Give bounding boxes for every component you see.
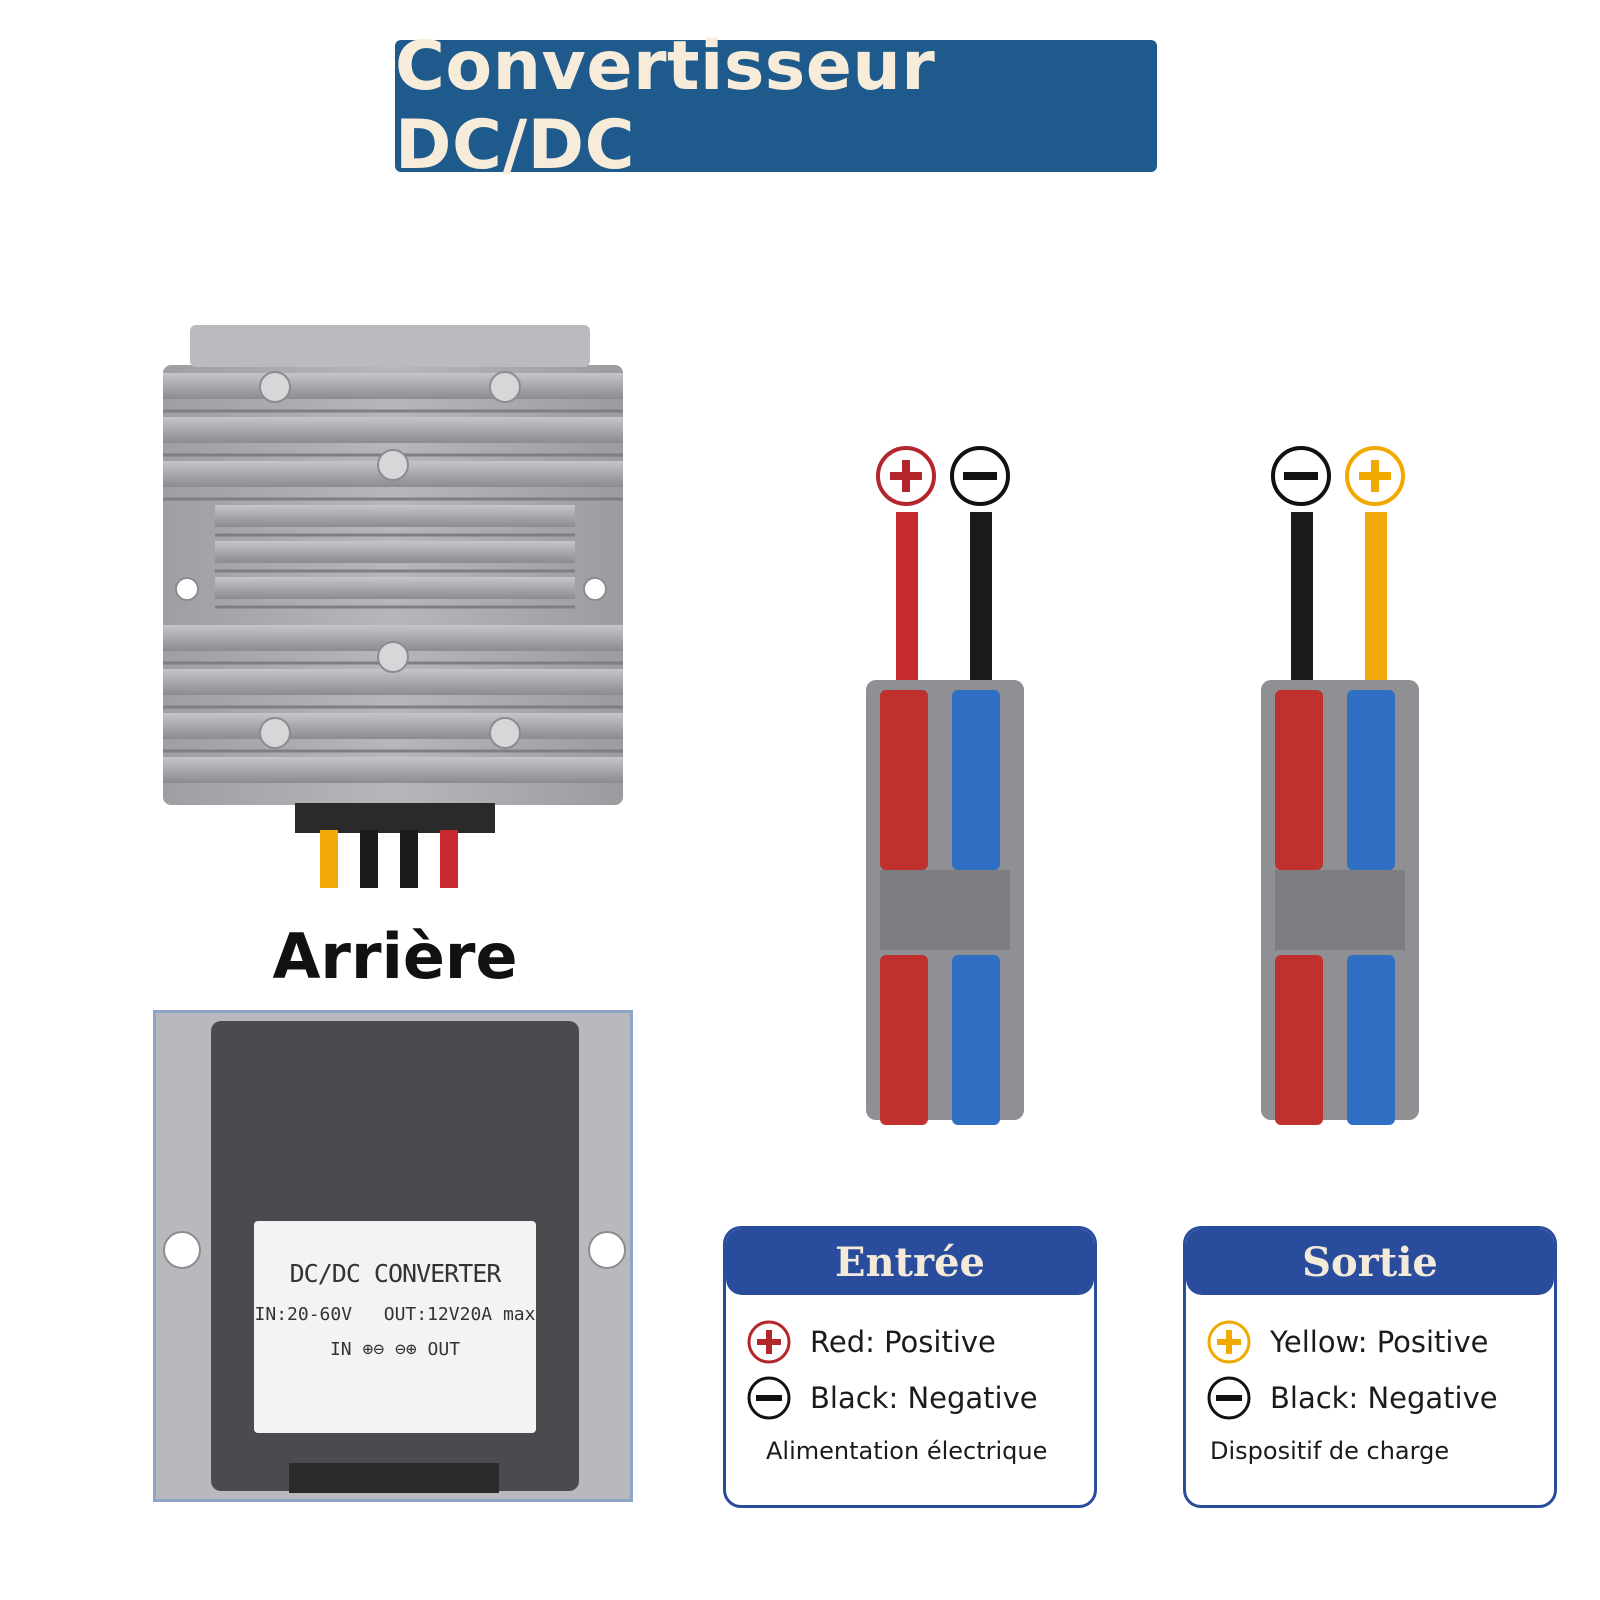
legend-color-name: Yellow:	[1270, 1325, 1368, 1359]
legend-row-black: Black: Negative	[1206, 1375, 1498, 1421]
sticker-polarity-icons: ⊕⊖ ⊖⊕	[362, 1339, 417, 1360]
legend-polarity: Positive	[884, 1325, 996, 1359]
plus-circle-icon	[1207, 1320, 1251, 1364]
converter-back-image: DC/DC CONVERTER IN:20-60V OUT:12V20A max…	[153, 1010, 633, 1502]
heatsink-fins	[163, 373, 623, 783]
plus-circle-icon	[1345, 446, 1405, 506]
output-connector-image	[1261, 446, 1419, 1125]
minus-circle-icon	[747, 1376, 791, 1420]
legend-color-name: Black:	[810, 1381, 899, 1415]
sticker-in: IN	[329, 1339, 352, 1360]
legend-color-name: Red:	[810, 1325, 875, 1359]
output-legend-title: Sortie	[1186, 1229, 1554, 1295]
input-legend-card: Entrée Red: Positive Black: Negative Ali…	[723, 1226, 1097, 1508]
legend-row-red: Red: Positive	[746, 1319, 996, 1365]
sticker-input-range: IN:20-60V	[254, 1304, 353, 1325]
input-legend-title: Entrée	[726, 1229, 1094, 1295]
page-title: Convertisseur DC/DC	[395, 27, 936, 185]
minus-circle-icon	[1271, 446, 1331, 506]
rear-label: Arrière	[272, 920, 518, 993]
legend-polarity: Negative	[1367, 1381, 1498, 1415]
title-banner: Convertisseur DC/DC	[395, 27, 1157, 185]
legend-row-yellow: Yellow: Positive	[1206, 1319, 1488, 1365]
sticker-out: OUT	[427, 1339, 461, 1360]
minus-circle-icon	[1207, 1376, 1251, 1420]
input-connector-image	[866, 446, 1024, 1125]
plus-circle-icon	[747, 1320, 791, 1364]
minus-circle-icon	[950, 446, 1010, 506]
legend-polarity: Negative	[907, 1381, 1038, 1415]
output-legend-footer: Dispositif de charge	[1210, 1437, 1450, 1465]
input-legend-footer: Alimentation électrique	[766, 1437, 1048, 1465]
plus-circle-icon	[876, 446, 936, 506]
sticker-title: DC/DC CONVERTER	[289, 1259, 502, 1288]
product-label-sticker: DC/DC CONVERTER IN:20-60V OUT:12V20A max…	[254, 1221, 536, 1433]
legend-polarity: Positive	[1376, 1325, 1489, 1359]
legend-color-name: Black:	[1270, 1381, 1359, 1415]
converter-front-image	[163, 325, 623, 888]
output-legend-card: Sortie Yellow: Positive Black: Negative …	[1183, 1226, 1557, 1508]
legend-row-black: Black: Negative	[746, 1375, 1038, 1421]
sticker-output-rating: OUT:12V20A max	[383, 1304, 536, 1325]
